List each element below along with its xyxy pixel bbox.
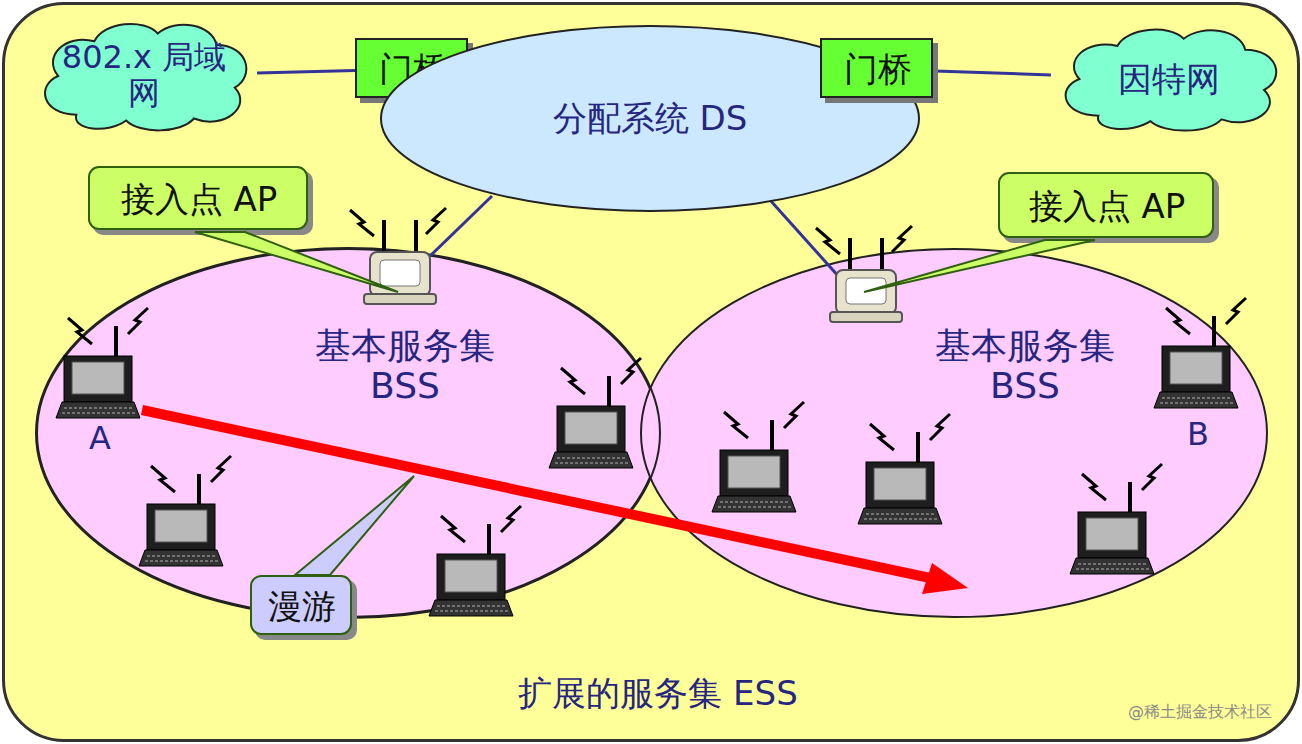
node-text: 接入点 AP	[1029, 187, 1186, 225]
internet-cloud: 因特网	[1051, 24, 1288, 134]
text-holder: 扩展的服务集 ESS	[518, 674, 797, 712]
connector	[257, 70, 355, 73]
text-holder: 漫游	[250, 575, 354, 637]
text-holder: 基本服务集 BSS	[928, 326, 1122, 407]
text-holder: 接入点 AP	[88, 166, 310, 232]
text-holder: 接入点 AP	[998, 172, 1216, 240]
ap-callout: 接入点 AP	[88, 166, 310, 232]
node-text: 接入点 AP	[121, 180, 278, 218]
station-label: B	[1187, 415, 1209, 453]
node-text: 分配系统 DS	[553, 99, 748, 137]
callout-tail	[295, 476, 414, 575]
text-holder: 802.x 局域网	[31, 18, 257, 134]
text-holder: 基本服务集 BSS	[308, 326, 502, 407]
bridge-box: 门桥	[820, 38, 935, 100]
roaming-callout: 漫游	[250, 575, 354, 637]
bss-outline	[36, 248, 660, 618]
lan-cloud: 802.x 局域网	[31, 18, 257, 134]
callout-fill	[999, 173, 1213, 237]
ellipse-fill	[641, 249, 1267, 617]
ellipse-fill	[37, 249, 659, 617]
connector	[935, 71, 1051, 75]
watermark: @稀土掘金技术社区	[1128, 702, 1272, 723]
node-text: 门桥	[844, 50, 912, 88]
node-text: 因特网	[1081, 60, 1258, 98]
box-fill	[821, 39, 932, 97]
bss-outline	[36, 248, 660, 618]
basic-service-set: 基本服务集 BSS	[640, 248, 1268, 618]
node-text: 漫游	[268, 587, 336, 625]
text-holder: 门桥	[820, 38, 935, 100]
callout-fill	[251, 576, 351, 634]
text-holder: 因特网	[1051, 24, 1288, 134]
node-text: 802.x 局域网	[61, 40, 227, 112]
cloud-fill	[1065, 30, 1276, 131]
node-text: 基本服务集 BSS	[928, 326, 1122, 407]
cloud-fill	[45, 24, 246, 130]
ap-callout: 接入点 AP	[998, 172, 1216, 240]
node-text: 扩展的服务集 ESS	[518, 674, 797, 712]
station-label: A	[89, 419, 111, 457]
basic-service-set: 基本服务集 BSS	[36, 248, 660, 618]
callout-fill	[89, 167, 307, 229]
bss-outline	[640, 248, 1268, 618]
ap-ds-link	[428, 196, 492, 258]
node-text: 基本服务集 BSS	[308, 326, 502, 407]
